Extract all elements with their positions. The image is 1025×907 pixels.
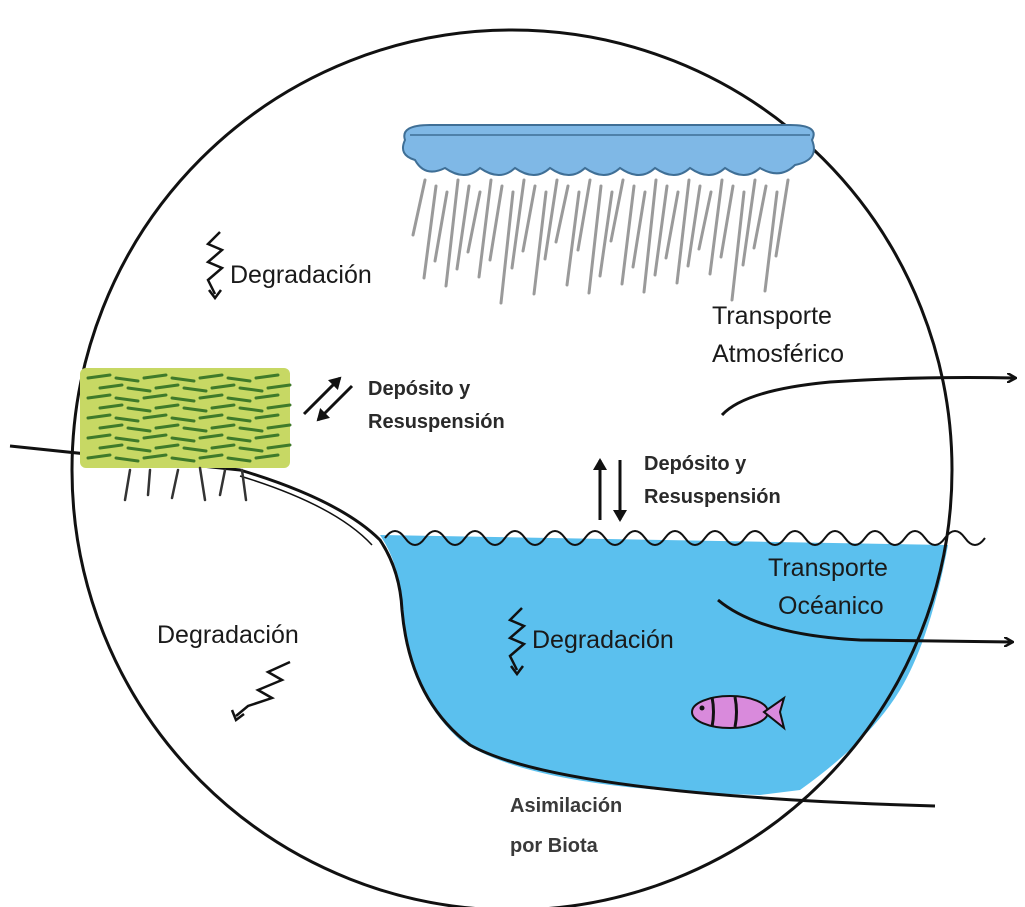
rain-streak — [556, 186, 568, 242]
vegetation-icon — [80, 368, 290, 500]
deposit-water-label: Resuspensión — [644, 486, 781, 508]
rain-streak — [435, 192, 447, 261]
rain-streak — [754, 186, 766, 248]
rain-streak — [699, 192, 711, 249]
ocean-transport-label: Océanico — [778, 592, 884, 620]
deposit-land-label: Resuspensión — [368, 411, 505, 433]
double-arrow-icon — [600, 460, 620, 520]
rain-streak — [655, 186, 667, 275]
lightning-icon — [232, 662, 290, 720]
atmospheric-transport-label: Atmosférico — [712, 340, 844, 368]
biota-assimilation-label: Asimilación — [510, 795, 622, 817]
rain-streak — [534, 192, 546, 294]
rain-streak — [721, 186, 733, 257]
rain-streak — [578, 180, 590, 250]
rain-streak — [457, 186, 469, 269]
rain-streak — [567, 192, 579, 285]
rain-icon — [413, 180, 788, 303]
rain-streak — [765, 192, 777, 291]
rain-streak — [633, 192, 645, 267]
rain-streak — [622, 186, 634, 284]
rain-streak — [523, 186, 535, 251]
rain-streak — [468, 192, 480, 252]
biota-assimilation-label: por Biota — [510, 835, 599, 857]
atmospheric-transport-arrow — [722, 378, 1015, 416]
rain-streak — [413, 180, 425, 235]
degradation-soil-label: Degradación — [157, 621, 299, 649]
rain-streak — [490, 186, 502, 260]
atmospheric-transport-label: Transporte — [712, 302, 832, 330]
rain-streak — [688, 186, 700, 266]
deposit-water-label: Depósito y — [644, 453, 747, 475]
lightning-icon — [208, 232, 222, 298]
rain-streak — [732, 192, 744, 300]
double-arrow-icon — [304, 378, 352, 420]
rain-streak — [501, 192, 513, 303]
degradation-water-label: Degradación — [532, 626, 674, 654]
rain-streak — [611, 180, 623, 241]
cloud-icon — [403, 125, 814, 175]
rain-streak — [600, 192, 612, 276]
deposit-land-label: Depósito y — [368, 378, 471, 400]
ocean-transport-label: Transporte — [768, 554, 888, 582]
degradation-air-label: Degradación — [230, 261, 372, 289]
rain-streak — [666, 192, 678, 258]
rain-streak — [424, 186, 436, 278]
